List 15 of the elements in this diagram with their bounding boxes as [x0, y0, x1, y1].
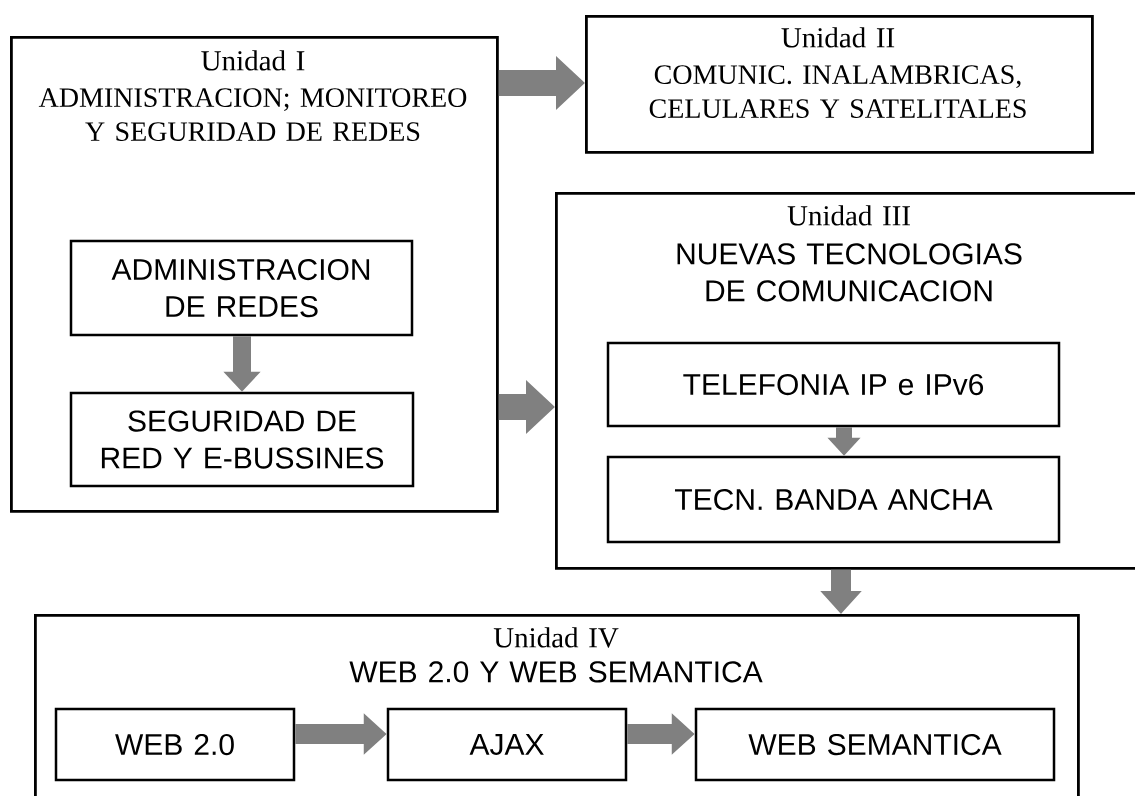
unit-label: Unidad I: [201, 50, 305, 71]
unit-label: Unidad II: [781, 27, 895, 48]
topic-box: TELEFONIA IP e IPv6: [606, 341, 1061, 428]
unit-heading: NUEVAS TECNOLOGIAS DE COMUNICACION: [677, 243, 1022, 302]
topic-box: SEGURIDAD DE RED Y E-BUSSINES: [69, 391, 415, 488]
topic-box: AJAX: [386, 707, 628, 782]
topic-box: WEB SEMANTICA: [694, 707, 1056, 782]
topic-box: TECN. BANDA ANCHA: [606, 455, 1061, 544]
unit-label: Unidad IV: [493, 627, 619, 648]
unit-heading: WEB 2.0 Y WEB SEMANTICA: [349, 661, 763, 683]
topic-box: ADMINISTRACION DE REDES: [69, 239, 414, 337]
topic-box: WEB 2.0: [54, 707, 296, 782]
unit-label: Unidad III: [787, 205, 910, 226]
unit-heading: ADMINISTRACION; MONITOREO Y SEGURIDAD DE REDES: [38, 88, 467, 141]
unit-heading: COMUNIC. INALAMBRICAS, CELULARES Y SATELITALES: [649, 65, 1026, 118]
